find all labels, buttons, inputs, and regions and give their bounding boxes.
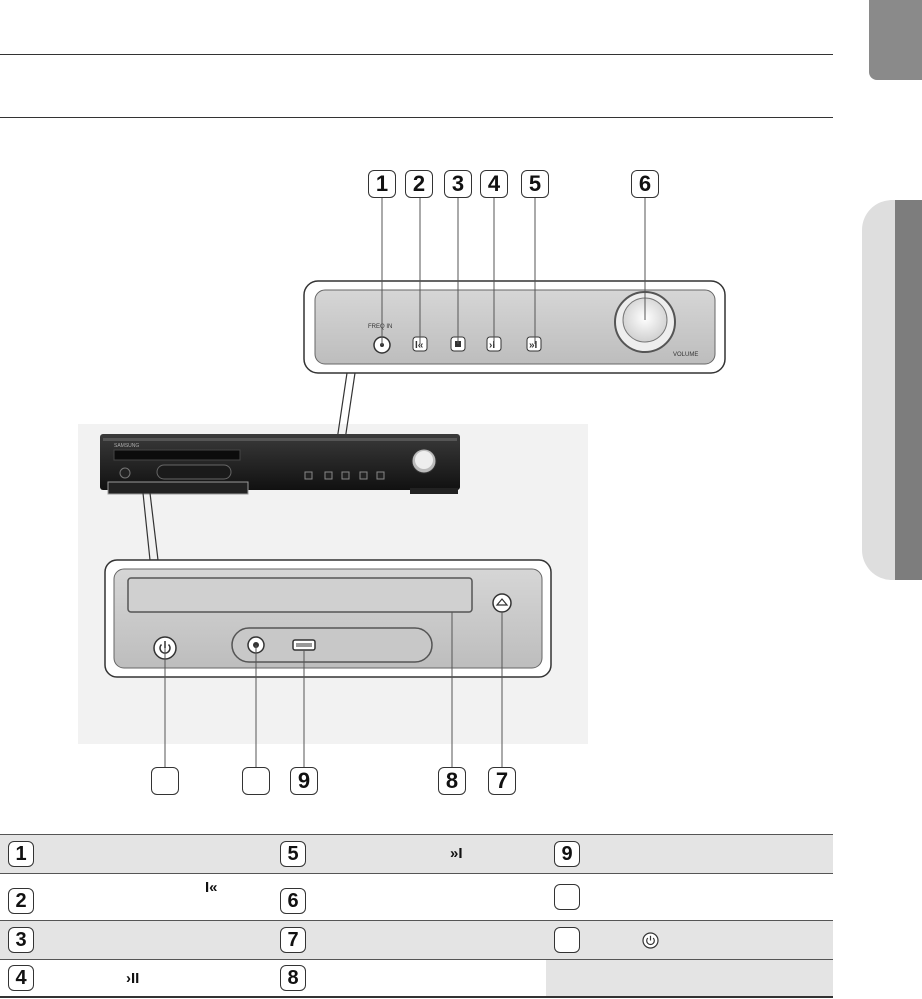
callout-4: 4: [480, 170, 508, 198]
play-pause-glyph: ›II: [126, 970, 140, 987]
callout-7: 7: [488, 767, 516, 795]
next-glyph: »I: [450, 845, 463, 862]
callout-5: 5: [521, 170, 549, 198]
header-rule-top: [0, 54, 833, 55]
svg-text:I«: I«: [415, 340, 424, 351]
callout-1: 1: [368, 170, 396, 198]
callout-2: 2: [405, 170, 433, 198]
legend-num: 2: [8, 888, 34, 914]
legend-num: 5: [280, 841, 306, 867]
power-icon: [642, 932, 659, 949]
eject-button: [492, 593, 512, 613]
callout-power: [151, 767, 179, 795]
callout-9: 9: [290, 767, 318, 795]
chapter-tab: [869, 0, 922, 80]
legend-table: 1 5 »I 9 2 I« 6 3 7 4 ›II 8: [0, 834, 833, 998]
callout-aux: [242, 767, 270, 795]
svg-text:VOLUME: VOLUME: [673, 352, 698, 358]
legend-num: [554, 927, 580, 953]
disc-tray: [127, 577, 473, 613]
callout-3: 3: [444, 170, 472, 198]
legend-row: 4 ›II 8: [0, 959, 833, 998]
callout-8: 8: [438, 767, 466, 795]
section-strip-dark: [895, 200, 922, 580]
legend-num: 1: [8, 841, 34, 867]
legend-num: 7: [280, 927, 306, 953]
next-button: [526, 336, 542, 352]
legend-num: 4: [8, 965, 34, 991]
legend-row: 1 5 »I 9: [0, 834, 833, 874]
legend-num: [554, 884, 580, 910]
front-io-bar: [231, 627, 433, 663]
pwr-in-label: FREQ IN: [368, 324, 392, 330]
svg-text:SAMSUNG: SAMSUNG: [114, 443, 139, 449]
prev-glyph: I«: [205, 879, 218, 896]
svg-text:›I: ›I: [489, 340, 495, 351]
legend-num: 6: [280, 888, 306, 914]
callout-6: 6: [631, 170, 659, 198]
legend-row: 3 7: [0, 920, 833, 960]
svg-text:»I: »I: [529, 340, 538, 351]
legend-num: 9: [554, 841, 580, 867]
legend-num: 3: [8, 927, 34, 953]
legend-num: 8: [280, 965, 306, 991]
header-rule-bottom: [0, 117, 833, 118]
legend-row: 2 I« 6: [0, 873, 833, 921]
product-illustration: FREQ IN I« ›I »I VOLUME SAMSUNG: [78, 196, 726, 767]
